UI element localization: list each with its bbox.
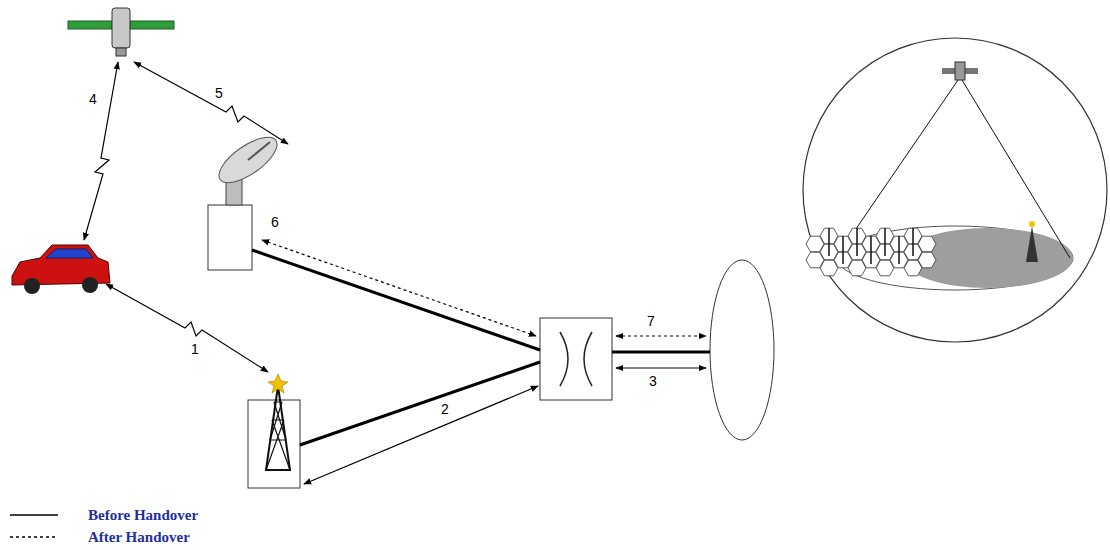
signal-arrow-before (304, 386, 538, 484)
legend-sample (8, 532, 68, 542)
satellite-antenna (116, 48, 126, 56)
signal-arrow-after (616, 335, 706, 336)
car-wheel (24, 278, 40, 294)
wired-link (612, 351, 710, 354)
hex-cells (806, 228, 936, 276)
legend-line (10, 536, 58, 538)
network-cloud (710, 260, 774, 440)
signal-arrow-before (616, 367, 706, 368)
solar-panel (965, 68, 978, 74)
coverage-inset (803, 38, 1107, 342)
signal-arrow-after (262, 240, 536, 336)
callout-number: 3 (648, 374, 658, 389)
hex-cell (918, 236, 936, 252)
callout-number: 6 (270, 215, 280, 230)
tower (266, 386, 290, 470)
solar-panel (942, 68, 955, 74)
base-station (248, 374, 300, 488)
callout-number: 1 (190, 342, 200, 357)
callout-number: 7 (646, 314, 656, 329)
switch (540, 318, 612, 400)
satellite-body (955, 62, 965, 80)
switch-cross (560, 332, 592, 386)
beam-line (836, 80, 958, 258)
callout-number: 5 (214, 86, 224, 101)
tower-beacon (1029, 221, 1035, 227)
callout-number: 4 (88, 92, 98, 107)
small-tower (1026, 226, 1038, 262)
legend-sample (8, 510, 68, 520)
wired-link (300, 362, 540, 445)
satellite-body (112, 8, 130, 48)
dish-feed (248, 142, 270, 160)
legend-text: After Handover (88, 528, 190, 546)
radio-arrow (106, 284, 268, 372)
station-box (208, 205, 252, 270)
cell-towers (829, 228, 913, 264)
mobile-car (12, 245, 110, 294)
switch-box (540, 318, 612, 400)
radio-arrow (84, 62, 118, 240)
beam-line (962, 80, 1070, 258)
car-window (46, 249, 93, 258)
inset-circle (803, 38, 1107, 342)
legend-text: Before Handover (88, 506, 198, 524)
car-body (12, 245, 110, 285)
legend-entry: After Handover (8, 528, 268, 546)
tower-lattice (266, 402, 290, 470)
legend-entry: Before Handover (8, 506, 268, 524)
coverage-footprint (837, 226, 1073, 290)
radio-arrow (134, 62, 288, 144)
earth-station (208, 129, 284, 270)
solar-panel (68, 21, 112, 29)
legend-line (10, 514, 58, 516)
hex-cell (918, 252, 936, 268)
callout-number: 2 (440, 402, 450, 417)
tower-beacon (268, 374, 288, 393)
solar-panel (130, 21, 174, 29)
coverage-shade (903, 228, 1073, 288)
dish-antenna (212, 129, 284, 191)
wired-link (252, 250, 540, 350)
satellite (68, 8, 174, 56)
car-wheel (82, 277, 98, 293)
